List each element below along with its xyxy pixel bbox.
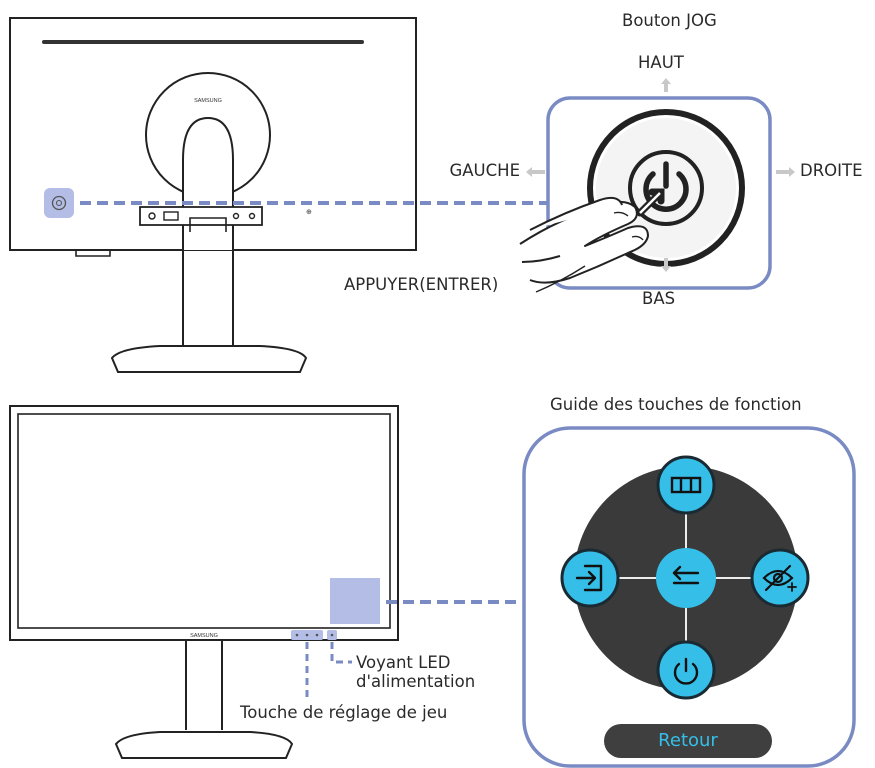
hand-icon [519,196,649,284]
power-icon [628,150,704,226]
arrow-left-icon [526,167,545,177]
eye-saver-icon [762,564,797,592]
menu-icon [670,476,702,494]
power-led-label: Voyant LED d'alimentation [356,653,476,691]
direction-down-label: BAS [642,289,676,308]
arrow-right-icon [776,167,795,177]
port-mark: ⊕ [306,209,312,216]
direction-up-label: HAUT [638,53,684,72]
jog-button-highlight [44,188,74,218]
monitor-rear-view [9,17,417,373]
return-label-pill: Retour [604,724,772,758]
jog-button-marker [51,195,67,211]
brand-logo-rear: SAMSUNG [194,98,222,104]
brand-logo-front: SAMSUNG [190,633,218,639]
function-guide-title: Guide des touches de fonction [550,395,802,414]
power-led-leader [330,642,352,664]
arrow-up-icon [661,78,671,92]
arrow-down-icon [661,258,671,272]
function-key-area-highlight [330,578,380,624]
input-source-icon [575,564,603,592]
return-button[interactable] [656,548,716,608]
direction-right-label: DROITE [800,161,863,180]
direction-left-label: GAUCHE [449,161,520,180]
return-icon [672,565,700,585]
power-button[interactable] [656,640,716,700]
input-source-button[interactable] [560,548,620,608]
power-icon [673,657,699,685]
eye-saver-button[interactable] [750,548,810,608]
game-setting-key-label: Touche de réglage de jeu [240,703,448,722]
menu-button[interactable] [656,455,716,515]
press-leader-line [535,265,586,293]
direction-arrows [526,78,795,272]
jog-title: Bouton JOG [622,11,717,30]
press-enter-label: APPUYER(ENTRER) [344,275,499,294]
